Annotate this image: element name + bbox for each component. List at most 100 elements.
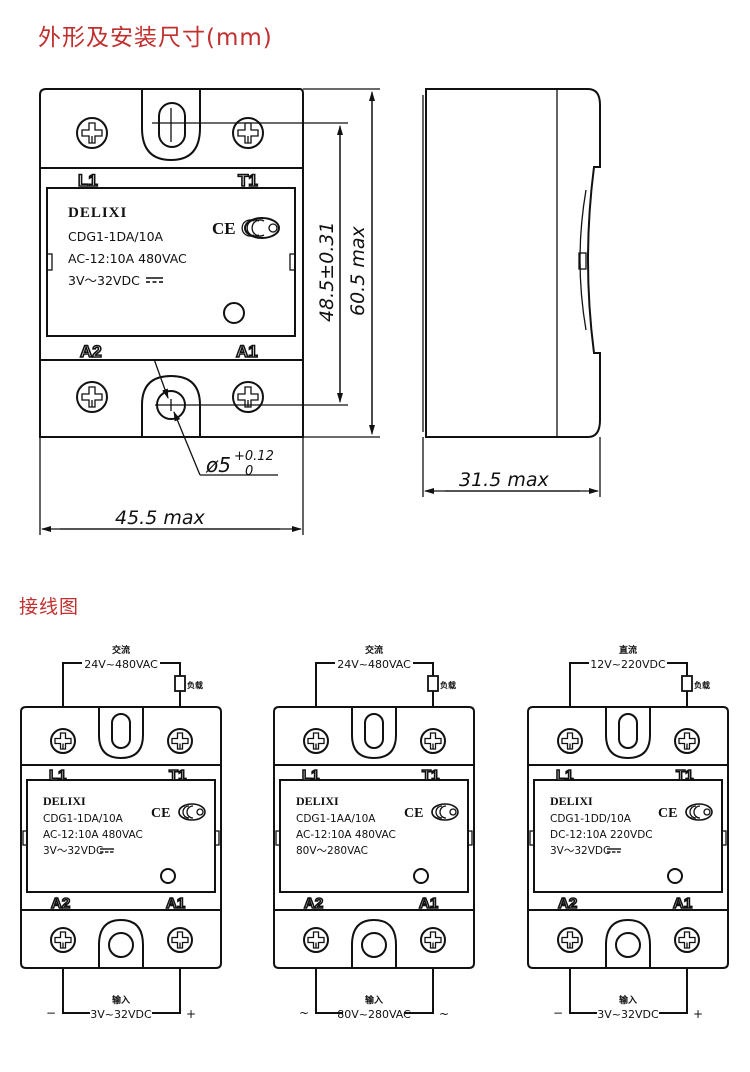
control-text: 3V～32VDC: [550, 845, 610, 857]
dimension-lines: 48.5±0.31 60.5 max 45.5 max ø5 +0.12 0: [39, 88, 380, 535]
load-label: 负载: [694, 680, 710, 690]
terminal-t1: T1: [676, 767, 694, 784]
rating-text: DC-12:10A 220VDC: [550, 829, 653, 841]
screw-a2-icon: [50, 927, 76, 953]
brand-logo: DELIXI: [296, 794, 339, 808]
input-range-label: 3V~32VDC: [90, 1008, 152, 1021]
screw-a1-icon: [420, 927, 446, 953]
terminal-a2: A2: [80, 342, 102, 361]
terminal-l1: L1: [302, 767, 320, 784]
load-type-label: 直流: [619, 644, 637, 656]
screw-a1-icon: [167, 927, 193, 953]
rating-text: AC-12:10A 480VAC: [296, 829, 396, 841]
input-right-polarity: ~: [439, 1007, 449, 1021]
input-circuit: [315, 968, 434, 1014]
load-resistor-icon: [427, 675, 439, 692]
screw-t1-icon: [674, 728, 700, 754]
screw-a1-icon: [674, 927, 700, 953]
input-label: 输入: [365, 994, 383, 1006]
top-slot-hole: [364, 713, 384, 749]
ccc-mark-icon: [431, 803, 459, 821]
top-mount-tab: [98, 707, 144, 760]
brand-logo: DELIXI: [68, 205, 127, 221]
terminal-a1: A1: [166, 895, 185, 912]
screw-l1-icon: [50, 728, 76, 754]
top-mount-tab: [351, 707, 397, 760]
ce-mark-icon: CE: [658, 806, 677, 821]
terminal-a1: A1: [673, 895, 692, 912]
input-left-polarity: −: [46, 1006, 56, 1020]
bottom-mount-hole: [615, 932, 641, 958]
ce-mark-icon: CE: [404, 806, 423, 821]
input-right-polarity: +: [186, 1007, 196, 1021]
rating-text: AC-12:10A 480VAC: [68, 251, 187, 266]
control-text: 3V～32VDC: [43, 845, 103, 857]
load-resistor-icon: [174, 675, 186, 692]
dc-symbol-icon: [607, 848, 621, 853]
screw-a2-icon: [303, 927, 329, 953]
model-text: CDG1-1AA/10A: [296, 813, 376, 825]
dc-symbol-icon: [146, 277, 163, 283]
input-label: 输入: [112, 994, 130, 1006]
indicator-led: [160, 868, 176, 884]
input-label: 输入: [619, 994, 637, 1006]
terminal-l1: L1: [78, 171, 98, 190]
terminal-t1: T1: [238, 171, 258, 190]
input-range-label: 3V~32VDC: [597, 1008, 659, 1021]
load-type-label: 交流: [365, 644, 383, 656]
relay-outline: [527, 706, 729, 969]
top-mount-tab: [141, 89, 201, 162]
screw-l1-icon: [557, 728, 583, 754]
model-text: CDG1-1DA/10A: [43, 813, 124, 825]
indicator-led: [667, 868, 683, 884]
terminal-a2: A2: [304, 895, 323, 912]
terminal-a1: A1: [419, 895, 438, 912]
input-left-polarity: ~: [299, 1006, 309, 1020]
control-text: 80V～280VAC: [296, 845, 368, 857]
input-range-label: 80V~280VAC: [337, 1008, 411, 1021]
screw-t1-icon: [420, 728, 446, 754]
input-right-polarity: +: [693, 1007, 703, 1021]
brand-logo: DELIXI: [550, 794, 593, 808]
load-resistor-icon: [681, 675, 693, 692]
ccc-mark-icon: [178, 803, 206, 821]
wiring-section-title: 接线图: [19, 596, 80, 618]
dim-mount-spacing: 48.5±0.31: [316, 221, 338, 322]
terminal-a1: A1: [236, 342, 258, 361]
bottom-mount-hole: [108, 932, 134, 958]
bottom-mount-tab: [351, 918, 397, 968]
wiring-diagram-1: DELIXI CDG1-1DA/10A AC-12:10A 480VAC 3V～32V…: [20, 644, 222, 1021]
bottom-mount-tab: [605, 918, 651, 968]
terminal-t1: T1: [169, 767, 187, 784]
dim-hole-tol-upper: +0.12: [234, 449, 274, 464]
model-text: CDG1-1DD/10A: [550, 813, 632, 825]
input-left-polarity: −: [553, 1006, 563, 1020]
dimensions-section-title: 外形及安装尺寸(mm): [38, 25, 273, 51]
terminal-a2: A2: [51, 895, 70, 912]
front-view: DELIXI CDG1-1DA/10A AC-12:10A 480VAC 3V～…: [39, 88, 304, 438]
terminal-t1: T1: [422, 767, 440, 784]
indicator-led: [223, 302, 245, 324]
ce-mark-icon: CE: [151, 806, 170, 821]
screw-a2-icon: [76, 381, 108, 413]
bottom-mount-tab: [141, 374, 201, 437]
bottom-mount-hole: [361, 932, 387, 958]
load-range-label: 24V~480VAC: [337, 658, 411, 671]
brand-logo: DELIXI: [43, 794, 86, 808]
dim-height: 60.5 max: [347, 226, 369, 316]
model-text: CDG1-1DA/10A: [68, 229, 164, 244]
load-label: 负载: [187, 680, 203, 690]
wiring-diagram-3: DELIXI CDG1-1DD/10A DC-12:10A 220VDC 3V～32V…: [527, 644, 729, 1021]
load-range-label: 24V~480VAC: [84, 658, 158, 671]
dc-symbol-icon: [100, 848, 114, 853]
rating-text: AC-12:10A 480VAC: [43, 829, 143, 841]
terminal-l1: L1: [49, 767, 67, 784]
relay-outline: [20, 706, 222, 969]
wiring-diagrams: DELIXI CDG1-1DA/10A AC-12:10A 480VAC 3V～32V…: [20, 644, 729, 1021]
ce-mark-icon: CE: [212, 219, 236, 238]
screw-l1-icon: [76, 117, 108, 149]
top-slot-hole: [158, 102, 186, 148]
screw-a2-icon: [557, 927, 583, 953]
dim-width: 45.5 max: [115, 507, 205, 529]
